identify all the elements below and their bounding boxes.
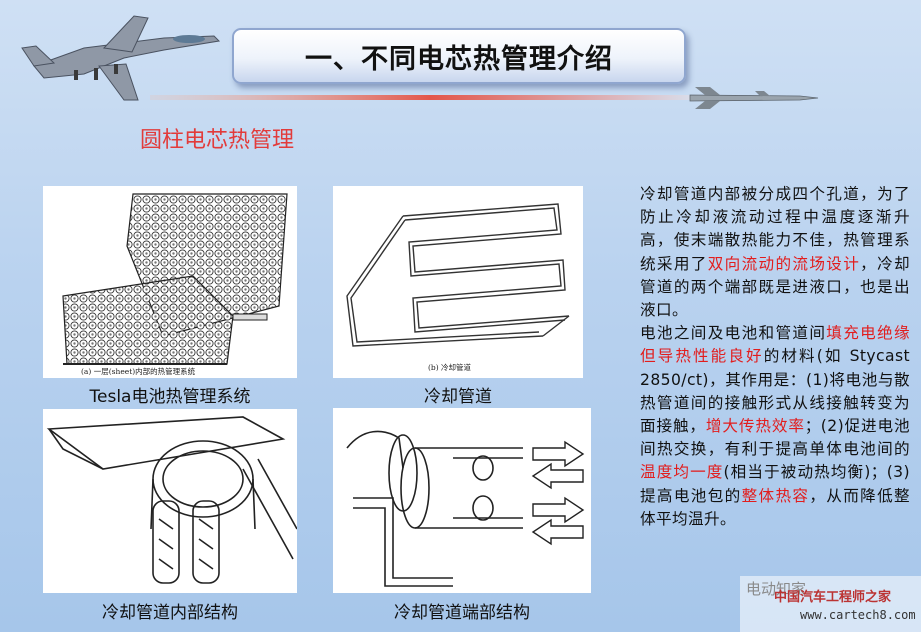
pipe-end-structure-figure <box>333 408 591 593</box>
description-highlight: 温度均一度 <box>640 463 724 482</box>
watermark-site-name: 中国汽车工程师之家 <box>774 590 892 605</box>
figure-inner-caption: (b) 冷却管道 <box>428 362 472 372</box>
pipe-internal-structure-figure <box>43 409 297 593</box>
figure-caption-end-structure: 冷却管道端部结构 <box>394 603 530 623</box>
description-text: (相当于被动热均衡)；(3)提高电池包的 <box>640 463 910 505</box>
description-text: ；(2)促进电池间热交换，有利于提高单体电池间的 <box>640 417 910 459</box>
figure-inner-caption: (a) 一层(sheet)内部的热管理系统 <box>81 366 196 376</box>
description-highlight: 双向流动的流场设计 <box>707 254 861 273</box>
description-highlight: 整体热容 <box>741 486 810 505</box>
figure-caption-internal-structure: 冷却管道内部结构 <box>102 603 238 623</box>
description-text: 的材料(如 Stycast 2850/ct)，其作用是：(1)将电池与散热管道间… <box>640 347 910 436</box>
watermark-background <box>740 576 921 632</box>
tesla-battery-sheet-figure: (a) 一层(sheet)内部的热管理系统 <box>43 186 297 378</box>
description-highlight: 增大传热效率 <box>705 417 805 436</box>
description-highlight: 填充电绝缘但导热性能良好 <box>640 324 910 366</box>
description-text: ，冷却管道的两个端部既是进液口，也是出液口。 <box>640 254 910 320</box>
figure-caption-cooling-pipe: 冷却管道 <box>424 387 492 407</box>
description-text: 冷却管道内部被分成四个孔道，为了防止冷却液流动过程中温度逐渐升高，使末端散热能力… <box>640 185 910 273</box>
section-subtitle: 圆柱电芯热管理 <box>140 128 295 153</box>
figure-caption-tesla: Tesla电池热管理系统 <box>89 387 251 407</box>
description-text: 电池之间及电池和管道间 <box>640 324 827 343</box>
cooling-pipe-figure: (b) 冷却管道 <box>333 186 583 378</box>
description-text: ，从而降低整体平均温升。 <box>640 486 910 528</box>
page-title: 一、不同电芯热管理介绍 <box>305 43 613 75</box>
fighter-jet-image <box>21 15 221 101</box>
watermark-url: www.cartech8.com <box>800 608 916 622</box>
description-paragraph: 冷却管道内部被分成四个孔道，为了防止冷却液流动过程中温度逐渐升高，使末端散热能力… <box>640 183 910 531</box>
missile-divider-image <box>150 87 819 109</box>
title-banner: 一、不同电芯热管理介绍 <box>232 28 686 84</box>
watermark-logo: 电动知家 <box>746 580 807 598</box>
